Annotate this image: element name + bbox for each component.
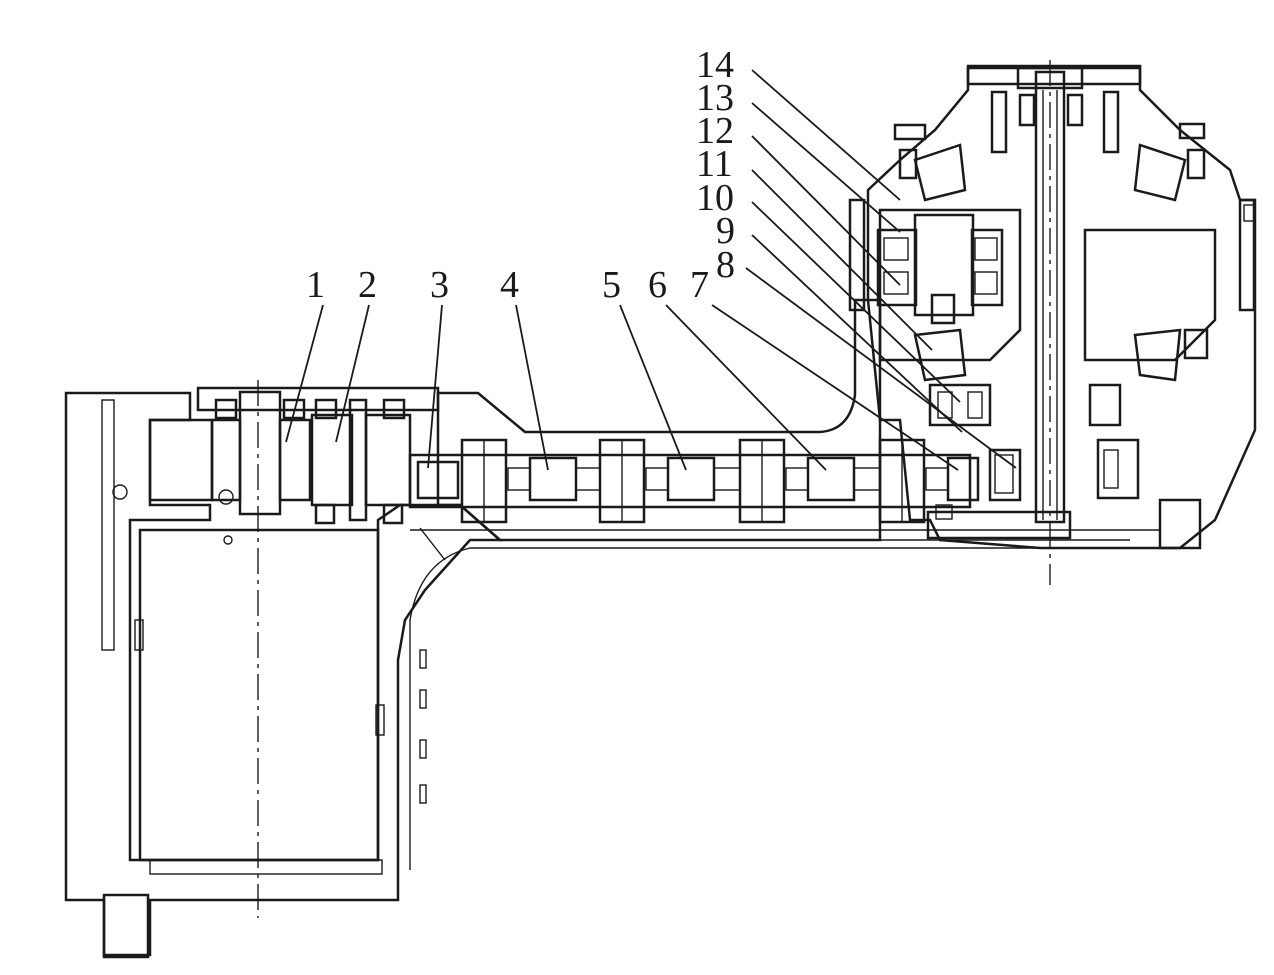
callout-5: 5 xyxy=(602,264,621,306)
arm-housing xyxy=(134,298,1160,870)
callout-12: 12 xyxy=(696,110,734,152)
motor-housing xyxy=(64,380,504,959)
callout-3: 3 xyxy=(430,264,449,306)
callout-1: 1 xyxy=(306,264,325,306)
callout-7: 7 xyxy=(690,264,709,306)
callout-2: 2 xyxy=(358,264,377,306)
callout-8: 8 xyxy=(716,244,735,286)
input-gear-stage xyxy=(148,386,440,525)
callout-14: 14 xyxy=(696,44,734,86)
callout-11: 11 xyxy=(696,143,733,185)
leader-lines xyxy=(285,69,1017,471)
callout-13: 13 xyxy=(696,77,734,119)
callout-9: 9 xyxy=(716,210,735,252)
callout-6: 6 xyxy=(648,264,667,306)
callout-labels: 1 2 3 4 5 6 7 8 9 10 11 12 13 14 xyxy=(306,44,735,306)
output-head xyxy=(848,60,1257,585)
callout-4: 4 xyxy=(500,264,519,306)
gear-train xyxy=(416,438,980,524)
callout-10: 10 xyxy=(696,177,734,219)
